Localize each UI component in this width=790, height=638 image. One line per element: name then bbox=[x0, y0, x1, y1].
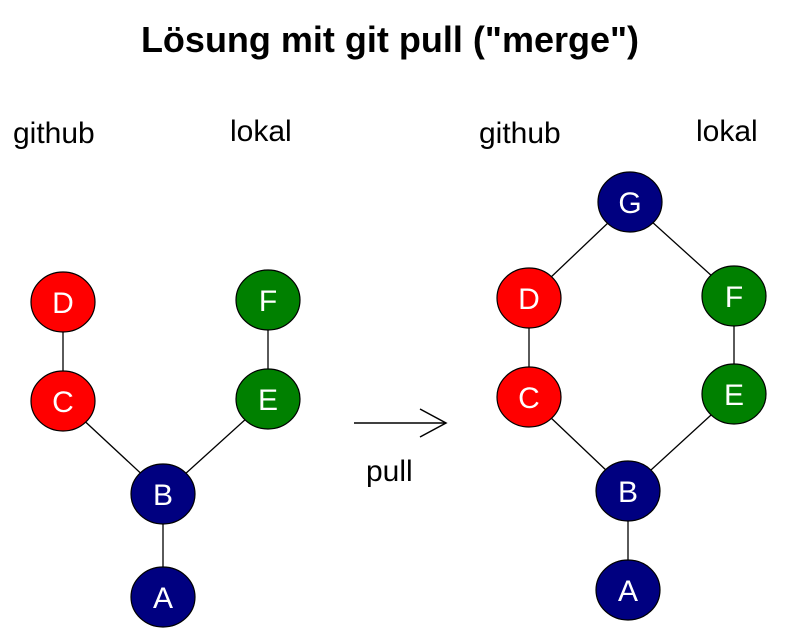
commit-label: B bbox=[618, 476, 638, 509]
commit-label: C bbox=[518, 382, 540, 415]
after-commit-node-f: F bbox=[701, 265, 767, 327]
before-edges bbox=[62, 300, 269, 597]
commit-label: B bbox=[153, 479, 173, 512]
before-commit-node-f: F bbox=[235, 269, 301, 331]
after-commit-node-d: D bbox=[496, 267, 562, 329]
after-commit-node-a: A bbox=[595, 559, 661, 621]
commit-label: D bbox=[52, 287, 74, 320]
commit-label: F bbox=[725, 281, 743, 314]
before-commit-node-e: E bbox=[235, 368, 301, 430]
before-nodes: D C F E B A bbox=[30, 269, 301, 628]
arrow-label: pull bbox=[366, 455, 413, 488]
after-graph: G D C F E B A bbox=[496, 171, 767, 621]
commit-circle bbox=[595, 559, 661, 621]
after-commit-node-b: B bbox=[595, 460, 661, 522]
commit-label: G bbox=[618, 187, 641, 220]
commit-label: C bbox=[52, 386, 74, 419]
commit-label: A bbox=[618, 575, 638, 608]
commit-circle bbox=[235, 368, 301, 430]
commit-label: E bbox=[258, 384, 278, 417]
before-local-label: lokal bbox=[230, 115, 292, 148]
commit-label: D bbox=[518, 283, 540, 316]
after-nodes: G D C F E B A bbox=[496, 171, 767, 621]
before-commit-node-c: C bbox=[30, 370, 96, 432]
commit-circle bbox=[701, 363, 767, 425]
commit-circle bbox=[30, 271, 96, 333]
before-commit-node-d: D bbox=[30, 271, 96, 333]
after-remote-label: github bbox=[479, 117, 561, 150]
before-commit-node-b: B bbox=[130, 463, 196, 525]
commit-circle bbox=[30, 370, 96, 432]
pull-arrow bbox=[354, 408, 448, 438]
page-title: Lösung mit git pull ("merge") bbox=[141, 19, 639, 60]
commit-label: A bbox=[153, 582, 173, 615]
commit-circle bbox=[235, 269, 301, 331]
commit-circle bbox=[595, 460, 661, 522]
commit-circle bbox=[130, 566, 196, 628]
commit-circle bbox=[496, 366, 562, 428]
commit-circle bbox=[701, 265, 767, 327]
commit-label: F bbox=[259, 285, 277, 318]
before-remote-label: github bbox=[13, 117, 95, 150]
after-local-label: lokal bbox=[696, 115, 758, 148]
before-graph: D C F E B A bbox=[30, 269, 301, 628]
arrow-head bbox=[419, 408, 448, 438]
after-commit-node-c: C bbox=[496, 366, 562, 428]
commit-label: E bbox=[724, 379, 744, 412]
commit-circle bbox=[597, 171, 663, 233]
before-commit-node-a: A bbox=[130, 566, 196, 628]
commit-circle bbox=[496, 267, 562, 329]
after-commit-node-e: E bbox=[701, 363, 767, 425]
after-commit-node-g: G bbox=[597, 171, 663, 233]
commit-circle bbox=[130, 463, 196, 525]
